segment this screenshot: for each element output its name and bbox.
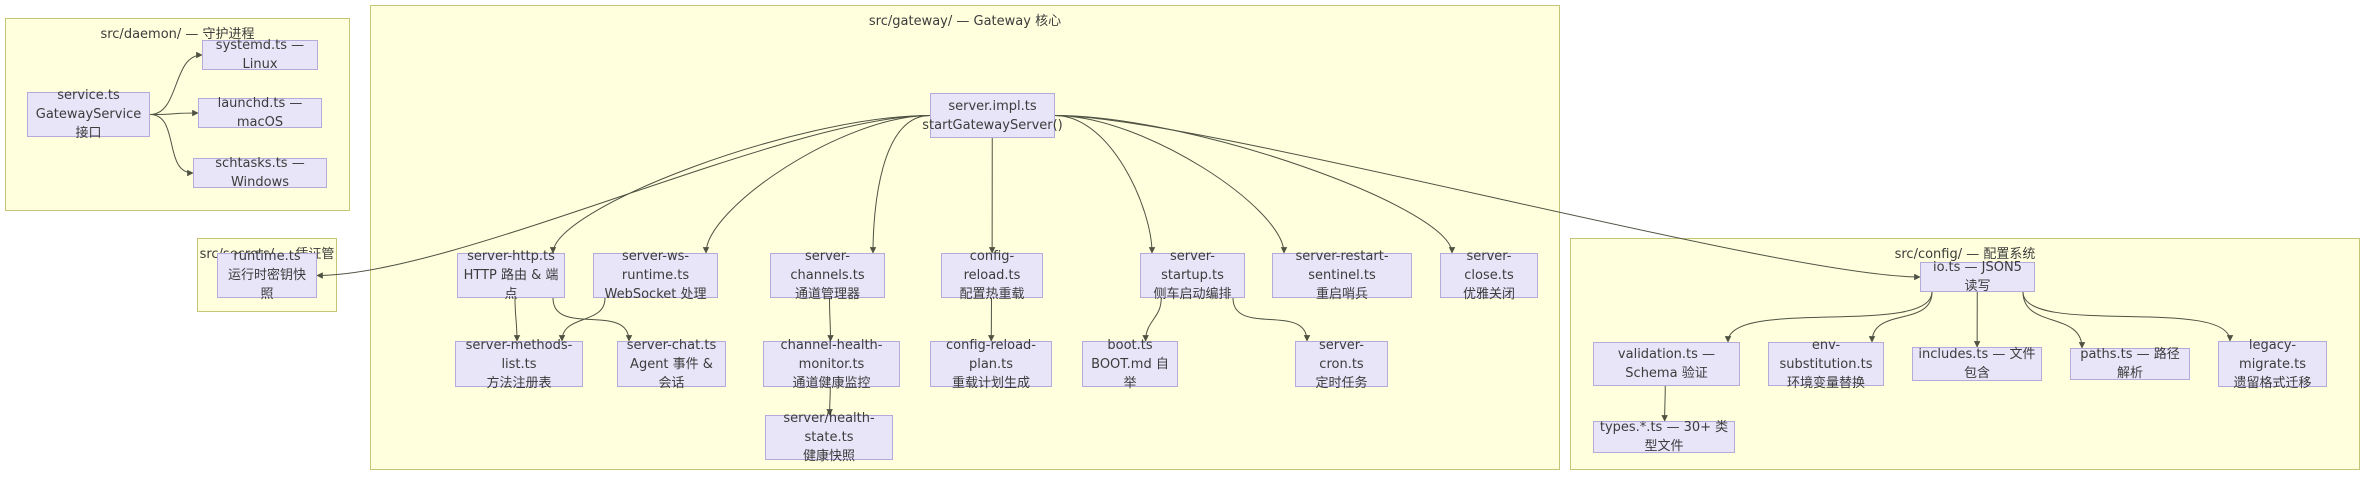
node-label: server-cron.ts — [1318, 337, 1364, 372]
node-sublabel: 通道管理器 — [794, 287, 860, 302]
node-label: paths.ts — 路径解析 — [2080, 347, 2180, 381]
node-sublabel: 通道健康监控 — [792, 375, 871, 391]
node-schtasks-ts: schtasks.ts — Windows — [193, 156, 327, 190]
node-sublabel: BOOT.md 自举 — [1091, 356, 1169, 391]
node-sublabel: HTTP 路由 & 端点 — [463, 268, 559, 302]
node-label: server-channels.ts — [790, 249, 865, 283]
node-server-ws-runtime-ts: server-ws-runtime.ts WebSocket 处理 — [593, 249, 718, 302]
node-label: server.impl.ts — [948, 98, 1037, 114]
node-sublabel: 优雅关闭 — [1462, 287, 1515, 302]
node-sublabel: 重载计划生成 — [951, 375, 1030, 391]
node-config-reload-plan-ts: config-reload-plan.ts 重载计划生成 — [930, 338, 1052, 391]
node-sublabel: 环境变量替换 — [1786, 375, 1865, 391]
cluster-gateway: src/gateway/ — Gateway 核心 — [370, 5, 1560, 470]
node-legacy-migrate-ts: legacy-migrate.ts 遗留格式迁移 — [2218, 338, 2327, 391]
node-boot-ts: boot.ts BOOT.md 自举 — [1082, 338, 1178, 391]
node-env-substitution-ts: env-substitution.ts 环境变量替换 — [1768, 338, 1884, 391]
cluster-daemon-title: src/daemon/ — 守护进程 — [100, 27, 255, 42]
node-sublabel: Agent 事件 & 会话 — [630, 356, 713, 391]
node-label: env-substitution.ts — [1779, 337, 1873, 372]
node-server-http-ts: server-http.ts HTTP 路由 & 端点 — [457, 249, 565, 302]
node-launchd-ts: launchd.ts — macOS — [198, 96, 322, 130]
node-channel-health-monitor-ts: channel-health-monitor.ts 通道健康监控 — [763, 338, 900, 391]
node-sublabel: 侧车启动编排 — [1153, 287, 1232, 302]
node-sublabel: 方法注册表 — [486, 375, 552, 391]
node-label: server-close.ts — [1464, 249, 1514, 283]
node-sublabel: 运行时密钥快照 — [227, 268, 306, 302]
node-label: schtasks.ts — Windows — [215, 156, 305, 190]
node-label: launchd.ts — macOS — [217, 96, 303, 130]
node-label: config-reload-plan.ts — [945, 337, 1036, 372]
node-label: systemd.ts — Linux — [215, 38, 305, 72]
node-server-restart-sentinel-ts: server-restart-sentinel.ts 重启哨兵 — [1272, 249, 1412, 302]
node-label: io.ts — JSON5 读写 — [1933, 260, 2022, 294]
node-server-impl-ts: server.impl.ts startGatewayServer() — [922, 93, 1063, 138]
node-label: server-ws-runtime.ts — [621, 249, 690, 283]
node-label: server-restart-sentinel.ts — [1295, 249, 1389, 283]
node-types-ts: types.*.ts — 30+ 类型文件 — [1593, 420, 1735, 454]
node-label: includes.ts — 文件包含 — [1918, 347, 2036, 381]
node-server-health-state-ts: server/health-state.ts 健康快照 — [765, 411, 893, 464]
node-label: server/health-state.ts — [783, 411, 875, 445]
node-server-close-ts: server-close.ts 优雅关闭 — [1440, 249, 1538, 302]
node-label: legacy-migrate.ts — [2239, 337, 2306, 372]
node-sublabel: 遗留格式迁移 — [2233, 375, 2312, 391]
node-io-ts: io.ts — JSON5 读写 — [1920, 260, 2035, 294]
node-label: server-http.ts — [467, 249, 555, 264]
node-label: boot.ts — [1107, 337, 1153, 353]
node-sublabel: startGatewayServer() — [922, 117, 1063, 133]
node-label: service.ts — [57, 88, 120, 103]
node-label: server-startup.ts — [1161, 249, 1224, 283]
node-label: server-methods-list.ts — [465, 337, 573, 372]
node-server-startup-ts: server-startup.ts 侧车启动编排 — [1140, 249, 1245, 302]
node-server-methods-list-ts: server-methods-list.ts 方法注册表 — [455, 338, 583, 391]
node-sublabel: 健康快照 — [802, 449, 855, 464]
node-sublabel: 配置热重载 — [959, 287, 1025, 302]
cluster-gateway-title: src/gateway/ — Gateway 核心 — [868, 14, 1062, 29]
node-server-cron-ts: server-cron.ts 定时任务 — [1295, 338, 1388, 391]
node-service-ts: service.ts GatewayService 接口 — [27, 88, 150, 141]
node-label: validation.ts — Schema 验证 — [1617, 347, 1716, 381]
node-paths-ts: paths.ts — 路径解析 — [2070, 347, 2190, 381]
node-label: runtime.ts — [233, 249, 301, 264]
node-sublabel: GatewayService 接口 — [35, 107, 142, 141]
node-runtime-ts: runtime.ts 运行时密钥快照 — [217, 249, 317, 302]
node-sublabel: 重启哨兵 — [1315, 287, 1368, 302]
node-config-reload-ts: config-reload.ts 配置热重载 — [941, 249, 1043, 302]
node-sublabel: 定时任务 — [1315, 375, 1368, 391]
node-label: channel-health-monitor.ts — [780, 337, 883, 372]
cluster-config-title: src/config/ — 配置系统 — [1894, 247, 2036, 262]
node-includes-ts: includes.ts — 文件包含 — [1912, 347, 2042, 381]
node-sublabel: WebSocket 处理 — [604, 287, 707, 302]
node-server-chat-ts: server-chat.ts Agent 事件 & 会话 — [617, 338, 726, 391]
node-label: server-chat.ts — [626, 337, 717, 353]
node-validation-ts: validation.ts — Schema 验证 — [1593, 342, 1740, 386]
node-server-channels-ts: server-channels.ts 通道管理器 — [770, 249, 885, 302]
node-label: config-reload.ts — [963, 249, 1021, 283]
node-systemd-ts: systemd.ts — Linux — [202, 38, 318, 72]
node-label: types.*.ts — 30+ 类型文件 — [1599, 420, 1729, 454]
